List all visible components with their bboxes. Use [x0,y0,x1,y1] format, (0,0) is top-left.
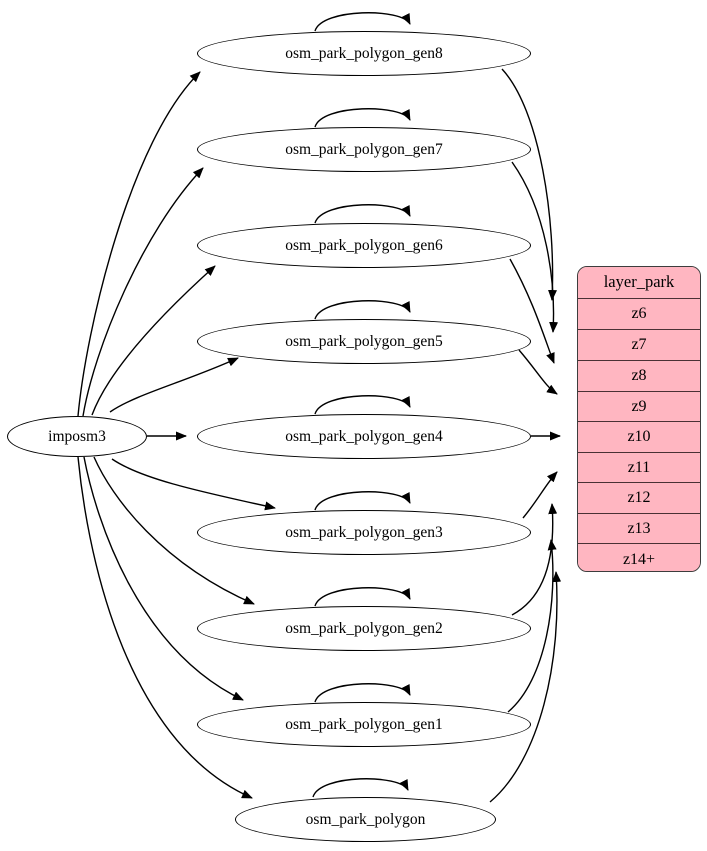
node-osm-park-polygon-gen7[interactable]: osm_park_polygon_gen7 [197,127,531,172]
self-loop-gen4 [314,395,411,415]
node-imposm3-label: imposm3 [48,427,106,445]
node-osm-park-polygon-gen4[interactable]: osm_park_polygon_gen4 [197,414,531,459]
self-loop-gen5 [314,300,411,320]
edge-imposm3-gen2 [93,456,255,605]
node-imposm3[interactable]: imposm3 [7,416,147,457]
self-loop-base [312,778,409,798]
edge-gen3-z11 [522,471,558,519]
row-label: z6 [631,305,647,322]
node-label: osm_park_polygon_gen1 [285,715,443,733]
node-label: osm_park_polygon_gen6 [285,236,443,254]
edge-imposm3-gen1 [83,456,244,701]
edge-gen2-z12 [511,503,558,616]
node-label: osm_park_polygon_gen7 [285,140,443,158]
layer-park-header-label: layer_park [603,272,675,292]
edge-imposm3-gen8 [77,71,201,417]
node-label: osm_park_polygon_gen3 [285,523,443,541]
edge-gen1-z13 [507,539,557,713]
node-osm-park-polygon-gen3[interactable]: osm_park_polygon_gen3 [197,510,531,555]
edge-imposm3-gen6 [91,265,216,416]
node-label: osm_park_polygon [305,810,426,828]
layer-park-row-z13[interactable]: z13 [578,514,700,544]
layer-park-row-z14plus[interactable]: z14+ [578,544,700,571]
row-label: z13 [627,519,651,537]
node-osm-park-polygon-gen5[interactable]: osm_park_polygon_gen5 [197,319,531,364]
edge-gen8-z6 [501,68,557,301]
node-osm-park-polygon-gen1[interactable]: osm_park_polygon_gen1 [197,702,531,747]
self-loop-gen8 [314,12,411,32]
edge-imposm3-gen5 [109,357,239,413]
self-loop-gen1 [314,683,411,703]
row-label: z8 [631,367,647,384]
row-label: z10 [627,428,651,445]
self-loop-gen2 [314,587,411,607]
layer-park-row-z12[interactable]: z12 [578,483,700,514]
self-loop-gen6 [314,204,411,224]
edge-imposm3-gen7 [82,167,204,417]
layer-park-table[interactable]: layer_park z6 z7 z8 z9 z10 z11 z12 z13 z… [577,266,701,572]
layer-park-row-z7[interactable]: z7 [578,330,700,361]
edge-imposm3-base [77,456,253,799]
layer-park-header: layer_park [578,267,700,299]
row-label: z7 [631,336,647,353]
layer-park-row-z10[interactable]: z10 [578,422,700,453]
edge-gen7-z7 [511,161,559,333]
row-label: z14+ [622,551,656,568]
self-loop-gen3 [314,491,411,511]
layer-park-row-z11[interactable]: z11 [578,453,700,483]
node-label: osm_park_polygon_gen2 [285,619,443,637]
node-label: osm_park_polygon_gen8 [285,44,443,62]
layer-park-row-z8[interactable]: z8 [578,361,700,392]
node-osm-park-polygon-gen6[interactable]: osm_park_polygon_gen6 [197,223,531,268]
node-osm-park-polygon-gen2[interactable]: osm_park_polygon_gen2 [197,606,531,651]
self-loop-gen7 [314,108,411,128]
layer-park-row-z6[interactable]: z6 [578,299,700,330]
edge-gen6-z8 [509,258,555,364]
node-osm-park-polygon[interactable]: osm_park_polygon [235,797,496,842]
edge-imposm3-gen3 [111,458,276,511]
layer-park-row-z9[interactable]: z9 [578,392,700,422]
edge-base-z14 [489,571,562,803]
row-label: z12 [627,489,651,506]
edge-gen5-z9 [518,349,558,395]
node-label: osm_park_polygon_gen4 [285,427,443,445]
row-label: z11 [627,458,651,476]
node-label: osm_park_polygon_gen5 [285,332,443,350]
node-osm-park-polygon-gen8[interactable]: osm_park_polygon_gen8 [197,31,531,76]
row-label: z9 [631,397,647,415]
